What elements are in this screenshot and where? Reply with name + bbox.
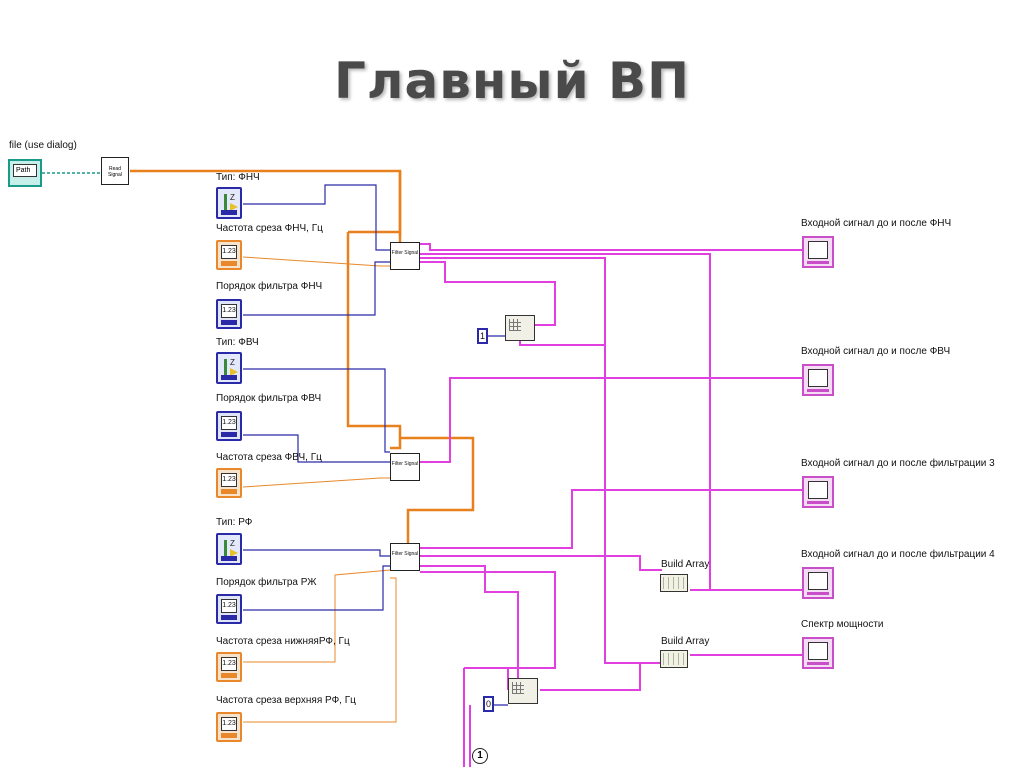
- graph-label-1: Входной сигнал до и после ФНЧ: [801, 218, 952, 229]
- label-bs-cutoff-low: Частота среза нижняяРФ, Гц: [216, 636, 350, 647]
- file-control-label: file (use dialog): [9, 140, 77, 151]
- hpf-order-control[interactable]: 1.23: [216, 411, 242, 441]
- build-array-label-1: Build Array: [661, 559, 710, 570]
- build-array-label-2: Build Array: [661, 636, 710, 647]
- label-lpf-order: Порядок фильтра ФНЧ: [216, 281, 323, 292]
- file-path-control[interactable]: Path: [8, 159, 42, 187]
- label-hpf-order: Порядок фильтра ФВЧ: [216, 393, 322, 404]
- signal-wires: [420, 243, 802, 767]
- index-array-node-top[interactable]: [505, 315, 535, 341]
- filter-signal-node-bs[interactable]: Filter Signal: [390, 543, 420, 571]
- label-bs-cutoff-high: Частота среза верхняя РФ, Гц: [216, 695, 356, 706]
- lpf-order-control[interactable]: 1.23: [216, 299, 242, 329]
- constant-bottom[interactable]: 0: [483, 696, 494, 712]
- graph-indicator-3[interactable]: [802, 476, 834, 508]
- graph-label-3: Входной сигнал до и после фильтрации 3: [801, 458, 995, 469]
- index-array-node-bottom[interactable]: [508, 678, 538, 704]
- label-hpf-type: Тип: ФВЧ: [216, 337, 259, 348]
- label-bs-order: Порядок фильтра РЖ: [216, 577, 317, 588]
- lpf-cutoff-control[interactable]: 1.23: [216, 240, 242, 270]
- file-path-value: Path: [13, 164, 37, 177]
- filter-signal-node-hpf[interactable]: Filter Signal: [390, 453, 420, 481]
- bs-cutoff-high-control[interactable]: 1.23: [216, 712, 242, 742]
- lpf-type-control[interactable]: Z: [216, 187, 242, 219]
- constant-top[interactable]: 1: [477, 328, 488, 344]
- bs-type-control[interactable]: Z: [216, 533, 242, 565]
- build-array-node-2[interactable]: [660, 650, 688, 668]
- label-bs-type: Тип: РФ: [216, 517, 253, 528]
- graph-indicator-4[interactable]: [802, 567, 834, 599]
- graph-label-4: Входной сигнал до и после фильтрации 4: [801, 549, 995, 560]
- graph-indicator-2[interactable]: [802, 364, 834, 396]
- footnote-marker: 1: [472, 748, 488, 764]
- numeric-wires: [242, 256, 397, 723]
- label-hpf-cutoff: Частота среза ФВЧ, Гц: [216, 452, 322, 463]
- blue-wires: [243, 184, 508, 706]
- hpf-cutoff-control[interactable]: 1.23: [216, 468, 242, 498]
- bs-order-control[interactable]: 1.23: [216, 594, 242, 624]
- label-lpf-type: Тип: ФНЧ: [216, 172, 260, 183]
- read-signal-node[interactable]: Read Signal: [101, 157, 129, 185]
- filter-signal-node-lpf[interactable]: Filter Signal: [390, 242, 420, 270]
- label-lpf-cutoff: Частота среза ФНЧ, Гц: [216, 223, 323, 234]
- graph-indicator-1[interactable]: [802, 236, 834, 268]
- graph-indicator-5[interactable]: [802, 637, 834, 669]
- graph-label-5: Спектр мощности: [801, 619, 884, 630]
- graph-label-2: Входной сигнал до и после ФВЧ: [801, 346, 951, 357]
- bs-cutoff-low-control[interactable]: 1.23: [216, 652, 242, 682]
- slide-title: Главный ВП: [333, 52, 691, 110]
- build-array-node-1[interactable]: [660, 574, 688, 592]
- hpf-type-control[interactable]: Z: [216, 352, 242, 384]
